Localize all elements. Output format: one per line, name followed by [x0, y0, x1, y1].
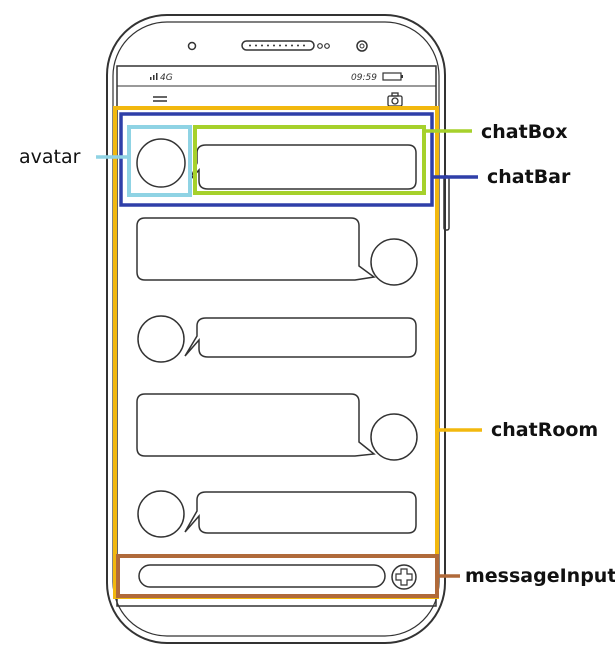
avatar	[137, 315, 185, 363]
side-button	[443, 175, 450, 231]
status-network-text: 4G	[160, 73, 173, 83]
speaker-grille	[241, 40, 315, 51]
chat-bubble-received	[184, 317, 417, 358]
chatbar-label: chatBar	[487, 166, 571, 188]
front-camera-icon	[356, 40, 368, 52]
front-sensor-icon	[187, 41, 197, 51]
hamburger-menu-icon[interactable]	[153, 96, 167, 102]
status-bar: 4G 09:59	[150, 72, 403, 83]
avatar	[137, 490, 185, 538]
messageinput-label: messageInput	[465, 565, 615, 587]
chatbox-highlight-box	[193, 125, 426, 195]
signal-icon	[150, 73, 158, 80]
sensor-dot-1	[317, 43, 323, 49]
avatar	[370, 413, 418, 461]
chatbar-highlight-box	[119, 112, 434, 207]
chatroom-label: chatRoom	[491, 419, 598, 441]
chat-bubble-sent	[136, 217, 376, 281]
avatar-highlight-box	[127, 125, 192, 197]
sensor-dot-2	[324, 43, 330, 49]
chatbox-label: chatBox	[481, 121, 567, 143]
plus-circle-icon[interactable]	[391, 564, 417, 590]
camera-icon[interactable]	[387, 92, 403, 107]
avatar	[370, 238, 418, 286]
chat-bubble-received	[189, 144, 417, 190]
message-input-field[interactable]	[138, 564, 386, 588]
avatar	[136, 138, 186, 188]
battery-icon	[382, 72, 402, 81]
avatar-label: avatar	[19, 146, 81, 168]
speaker-dots	[249, 44, 305, 47]
status-time-text: 09:59	[351, 73, 377, 83]
chat-bubble-received	[184, 491, 417, 534]
chat-bubble-sent	[136, 393, 376, 457]
